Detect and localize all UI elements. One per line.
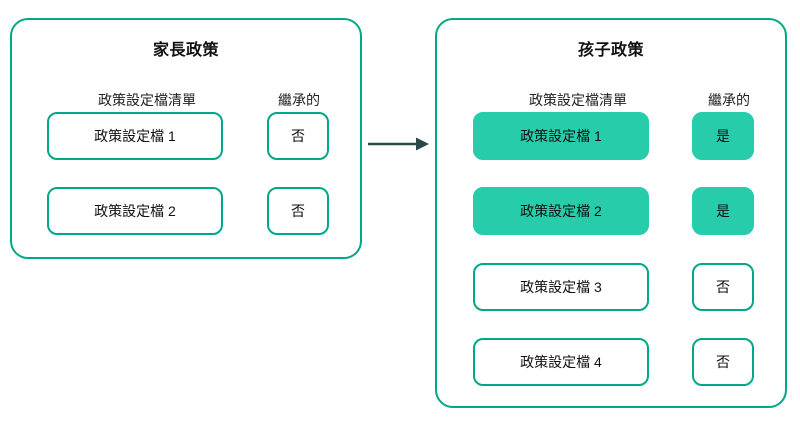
parent-column-header-inherited: 繼承的 — [278, 92, 320, 108]
table-row: 政策設定檔 2 否 — [12, 187, 360, 235]
child-profile-chip-2[interactable]: 政策設定檔 2 — [473, 187, 649, 235]
child-profile-chip-1[interactable]: 政策設定檔 1 — [473, 112, 649, 160]
child-inherited-chip-2[interactable]: 是 — [692, 187, 754, 235]
parent-inherited-chip-1[interactable]: 否 — [267, 112, 329, 160]
table-row: 政策設定檔 4 否 — [437, 338, 785, 386]
child-profile-chip-4[interactable]: 政策設定檔 4 — [473, 338, 649, 386]
child-policy-panel: 孩子政策 政策設定檔清單 繼承的 政策設定檔 1 是 政策設定檔 2 是 政策設… — [435, 18, 787, 408]
parent-column-header-profiles: 政策設定檔清單 — [98, 92, 196, 108]
parent-policy-panel: 家長政策 政策設定檔清單 繼承的 政策設定檔 1 否 政策設定檔 2 否 — [10, 18, 362, 259]
child-policy-title: 孩子政策 — [577, 42, 644, 59]
child-column-header-profiles: 政策設定檔清單 — [529, 92, 627, 108]
inheritance-arrow-icon — [368, 137, 429, 151]
parent-policy-title: 家長政策 — [152, 42, 219, 59]
parent-profile-chip-2[interactable]: 政策設定檔 2 — [47, 187, 223, 235]
child-inherited-chip-1[interactable]: 是 — [692, 112, 754, 160]
child-inherited-chip-4[interactable]: 否 — [692, 338, 754, 386]
child-column-header-inherited: 繼承的 — [708, 92, 750, 108]
table-row: 政策設定檔 1 否 — [12, 112, 360, 160]
child-inherited-chip-3[interactable]: 否 — [692, 263, 754, 311]
child-profile-chip-3[interactable]: 政策設定檔 3 — [473, 263, 649, 311]
parent-inherited-chip-2[interactable]: 否 — [267, 187, 329, 235]
parent-profile-chip-1[interactable]: 政策設定檔 1 — [47, 112, 223, 160]
table-row: 政策設定檔 2 是 — [437, 187, 785, 235]
table-row: 政策設定檔 3 否 — [437, 263, 785, 311]
table-row: 政策設定檔 1 是 — [437, 112, 785, 160]
